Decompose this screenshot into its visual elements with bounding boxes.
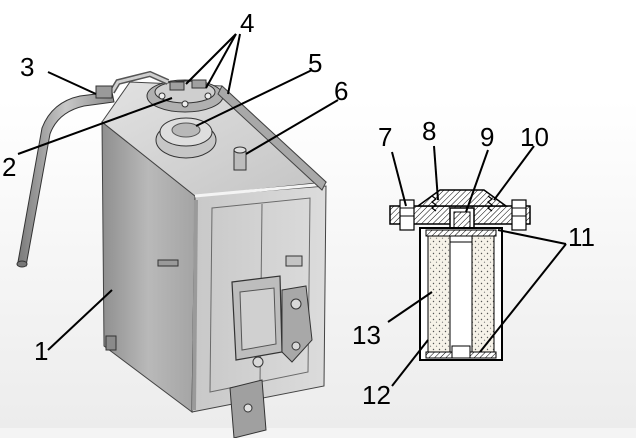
sensor-bracket	[281, 285, 313, 363]
callout-8: 8	[422, 116, 436, 146]
connector	[285, 255, 303, 267]
callout-9: 9	[480, 122, 494, 152]
fuel-tank	[16, 70, 328, 438]
callout-7: 7	[378, 122, 392, 152]
callout-6: 6	[334, 76, 348, 106]
background-footer	[0, 428, 636, 438]
filter-core	[449, 241, 473, 355]
bottom-seal	[451, 345, 471, 359]
filler-cap-top	[171, 122, 201, 138]
spring-left	[431, 195, 437, 212]
breather-top	[233, 146, 247, 154]
flange-screw	[158, 92, 166, 100]
callout-4: 4	[240, 8, 254, 38]
leader-lines-left	[17, 33, 339, 351]
bolt	[243, 403, 253, 413]
filter-media-left	[427, 235, 451, 355]
callout-3: 3	[20, 52, 34, 82]
callout-10: 10	[520, 122, 549, 152]
callout-1: 1	[34, 336, 48, 366]
bolt	[290, 298, 302, 310]
pipe-fitting	[95, 85, 113, 99]
flange-screw	[204, 92, 212, 100]
callout-2: 2	[2, 152, 16, 182]
pipe-end	[16, 260, 28, 268]
drain-plug	[105, 335, 117, 351]
edge-shadow	[192, 199, 198, 411]
fitting	[169, 81, 185, 91]
bolt-left	[399, 199, 415, 231]
callout-13: 13	[352, 320, 381, 350]
sensor-box-face	[239, 287, 277, 351]
top-end-cap	[425, 229, 497, 237]
edge-highlight	[194, 182, 327, 198]
leader-lines-right	[387, 145, 567, 387]
bolt	[291, 341, 301, 351]
fuel-line-highlight	[110, 72, 169, 93]
fitting	[191, 79, 207, 89]
spring-right	[487, 195, 493, 212]
callout-12: 12	[362, 380, 391, 410]
callout-11: 11	[568, 222, 595, 252]
side-stud	[157, 259, 179, 267]
callout-labels: 1 2 3 4 5 6 7 8 9 10 11 12 13	[2, 8, 595, 410]
filter-section	[389, 189, 531, 361]
flange-screw	[181, 100, 189, 108]
filter-media-right	[471, 235, 495, 355]
front-panel-recess	[209, 197, 311, 393]
callout-5: 5	[308, 48, 322, 78]
bolt-right	[511, 199, 527, 231]
bolt	[252, 356, 264, 368]
filter-cover	[415, 189, 509, 207]
